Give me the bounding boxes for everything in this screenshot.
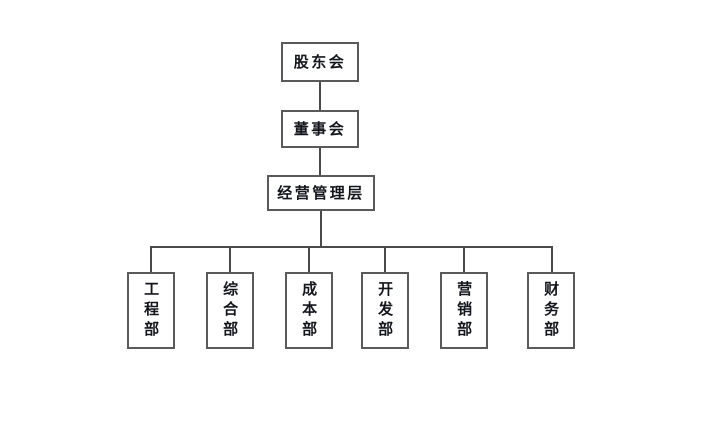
- connector-board-to-management: [319, 148, 321, 175]
- connector-shareholders-to-board: [319, 82, 321, 110]
- node-board[interactable]: 董事会: [281, 110, 359, 148]
- node-general-affairs[interactable]: 综合部: [206, 272, 254, 349]
- node-engineering-label: 工程部: [142, 280, 161, 341]
- connector-management-to-bus: [320, 211, 322, 247]
- connector-drop-engineering: [150, 246, 152, 273]
- node-management-label: 经营管理层: [277, 183, 365, 202]
- connector-drop-development: [384, 246, 386, 273]
- connector-drop-marketing: [463, 246, 465, 273]
- node-engineering[interactable]: 工程部: [127, 272, 175, 349]
- connector-horizontal-bus: [151, 246, 553, 248]
- node-finance-label: 财务部: [542, 280, 561, 341]
- node-shareholders[interactable]: 股东会: [281, 42, 359, 82]
- node-marketing[interactable]: 营销部: [440, 272, 488, 349]
- node-shareholders-label: 股东会: [293, 52, 347, 71]
- node-board-label: 董事会: [293, 119, 347, 138]
- connector-drop-general-affairs: [229, 246, 231, 273]
- node-finance[interactable]: 财务部: [527, 272, 575, 349]
- node-management[interactable]: 经营管理层: [267, 175, 375, 211]
- node-marketing-label: 营销部: [455, 280, 474, 341]
- connector-drop-cost: [308, 246, 310, 273]
- node-general-affairs-label: 综合部: [221, 280, 240, 341]
- node-development[interactable]: 开发部: [361, 272, 409, 349]
- node-development-label: 开发部: [376, 280, 395, 341]
- connector-drop-finance: [551, 246, 553, 273]
- node-cost[interactable]: 成本部: [285, 272, 333, 349]
- node-cost-label: 成本部: [300, 280, 319, 341]
